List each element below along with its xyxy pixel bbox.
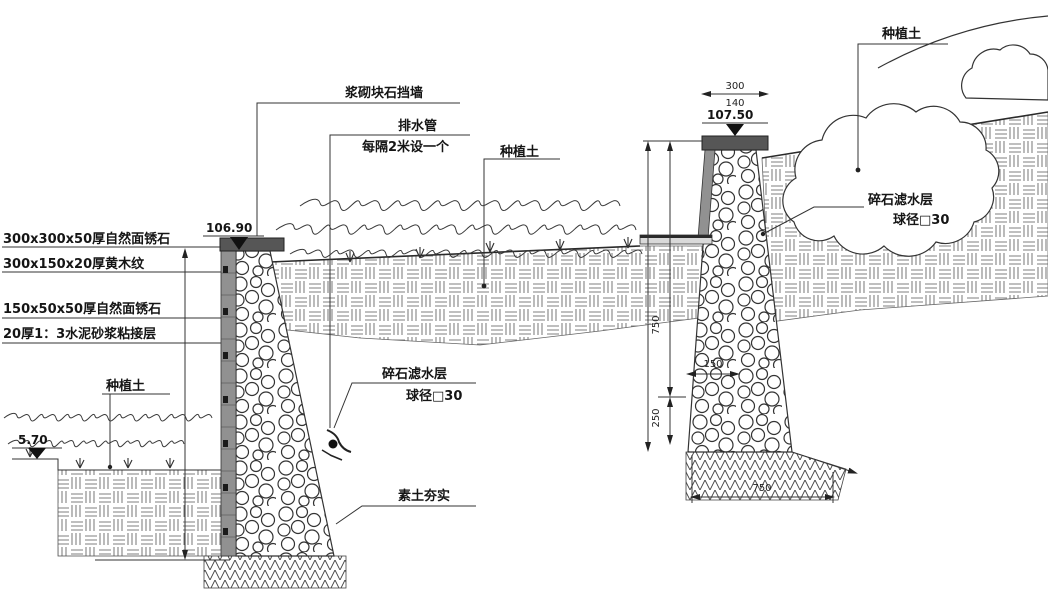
elevation-triangle-right [726, 124, 744, 136]
elevation-triangle-ground [28, 448, 46, 459]
label-masonry-wall: 浆砌块石挡墙 [344, 85, 423, 101]
left-wall-stone-cladding [220, 250, 237, 557]
elevation-markers [12, 122, 768, 459]
elevation-left-wall-top: 106.90 [206, 221, 252, 235]
leader-gravel-filter-center [333, 382, 476, 429]
label-gravel-filter-right: 碎石滤水层 [868, 192, 933, 208]
left-lower-soil-hatch [57, 469, 223, 557]
middle-terrace-soil-hatch [269, 245, 705, 346]
left-wall-coping-stone [219, 237, 285, 252]
shrub-scribbles [3, 198, 643, 448]
label-finish-layer-3: 150x50x50厚自然面锈石 [3, 301, 161, 317]
leader-planting-soil-left [102, 393, 170, 466]
left-ground-step-line [12, 458, 222, 471]
cladding-joints [221, 272, 236, 538]
tree-canopy-outlines [782, 15, 1048, 257]
label-gravel-filter-note-center: 球径□30 [406, 388, 462, 404]
dim-right-height-upper: 750 [651, 315, 662, 334]
elevation-right-wall-top: 107.50 [707, 108, 753, 122]
right-wall-coping-stone [701, 135, 769, 151]
label-planting-soil-topright: 种植土 [881, 26, 921, 42]
terrace-slab [639, 234, 713, 245]
dim-top-width-inner: 140 [725, 98, 744, 109]
right-base-slope-line [791, 451, 858, 474]
left-retaining-wall [219, 237, 335, 557]
elevation-lower-ground: 5.70 [18, 433, 48, 447]
dimension-lines [95, 91, 835, 561]
weep-hole-marks [223, 266, 228, 535]
label-finish-layer-2: 300x150x20厚黄木纹 [3, 256, 145, 272]
leader-masonry-wall [256, 102, 460, 236]
label-planting-soil-left: 种植土 [105, 378, 145, 394]
elevation-triangle-left [230, 237, 248, 250]
dim-right-step: 150 [703, 359, 722, 370]
leader-drain-pipe [329, 134, 470, 428]
left-lower-ground [12, 458, 223, 557]
label-gravel-filter-note-right: 球径□30 [893, 212, 949, 228]
leader-dot-right-filter [760, 231, 766, 237]
label-drain-pipe-note: 每隔2米设一个 [362, 139, 450, 155]
canopy-swoop-line [877, 15, 1048, 69]
drain-outlet-symbol [321, 429, 352, 461]
leader-compacted-soil [335, 505, 476, 525]
label-planting-soil-center: 种植土 [499, 144, 539, 160]
canopy-cloud-small [961, 44, 1048, 101]
dim-top-width-outer: 300 [725, 81, 744, 92]
left-wall-base-compacted-soil [203, 555, 347, 589]
label-finish-layer-1: 300x300x50厚自然面锈石 [3, 231, 170, 247]
label-compacted-soil: 素土夯实 [398, 488, 450, 504]
dim-right-base-width: 750 [752, 483, 771, 494]
label-gravel-filter-center: 碎石滤水层 [382, 366, 447, 382]
leader-planting-soil-topright [857, 43, 948, 168]
leader-planting-soil-center [483, 158, 560, 284]
label-drain-pipe: 排水管 [398, 118, 437, 134]
label-finish-layer-4: 20厚1：3水泥砂浆粘接层 [3, 326, 156, 342]
leader-dot-center [481, 283, 487, 289]
canopy-cloud-large [782, 103, 1000, 257]
leader-gravel-filter-right [762, 206, 864, 235]
dim-right-height-lower: 250 [651, 408, 662, 427]
leader-dot-topright [855, 167, 861, 173]
terrace-ground-line [269, 245, 641, 263]
leader-dot-left-soil [107, 464, 113, 470]
